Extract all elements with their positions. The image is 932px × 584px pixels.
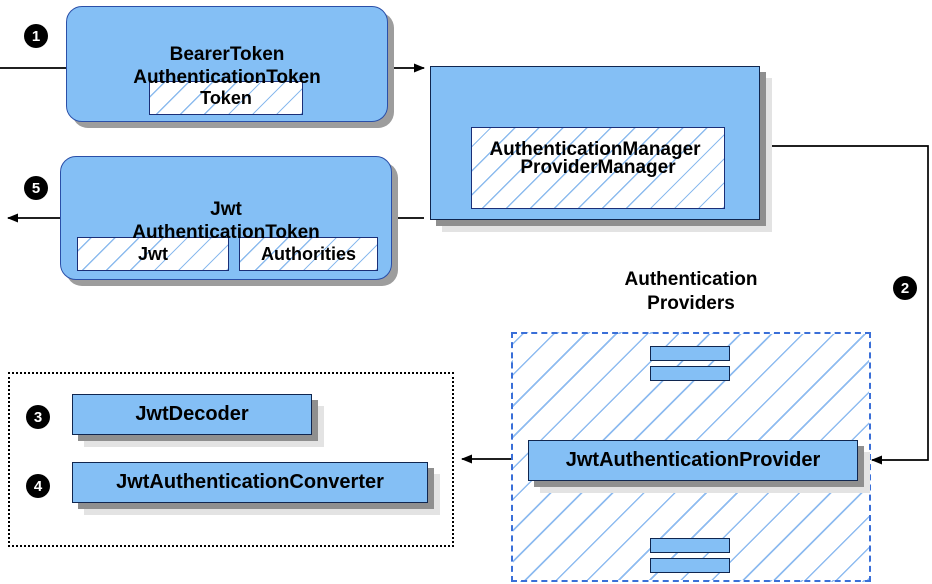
bearer-token-title-line2: AuthenticationToken	[133, 67, 321, 88]
inner-box-provider-manager-label: ProviderManager	[520, 157, 676, 178]
inner-box-authorities-label: Authorities	[260, 243, 356, 264]
authentication-manager-title: AuthenticationManager	[489, 139, 701, 160]
provider-stub-bar-bottom-2	[650, 558, 730, 573]
jwt-authentication-converter-label: JwtAuthenticationConverter	[116, 471, 384, 493]
jwt-decoder-label: JwtDecoder	[135, 403, 249, 425]
authentication-providers-caption-line2: Providers	[647, 293, 735, 314]
authentication-providers-caption-line1: Authentication	[624, 269, 758, 290]
jwt-token-title-line2: AuthenticationToken	[132, 222, 320, 243]
provider-stub-bar-top-1	[650, 346, 730, 361]
node-jwt-authentication-converter[interactable]: JwtAuthenticationConverter	[72, 462, 428, 503]
node-authentication-manager[interactable]: AuthenticationManager ProviderManager	[430, 66, 760, 220]
step-badge-4: 4	[26, 474, 50, 498]
jwt-support-zone	[8, 372, 454, 547]
jwt-authentication-provider-label: JwtAuthenticationProvider	[565, 449, 821, 471]
inner-box-provider-manager: ProviderManager	[471, 127, 725, 209]
node-bearer-token-authentication-token[interactable]: BearerToken AuthenticationToken Token	[66, 6, 388, 122]
inner-box-token: Token	[149, 81, 303, 115]
node-jwt-decoder[interactable]: JwtDecoder	[72, 394, 312, 435]
step-badge-1: 1	[24, 24, 48, 48]
inner-box-authorities: Authorities	[239, 237, 378, 271]
step-badge-5: 5	[24, 176, 48, 200]
step-badge-2: 2	[893, 276, 917, 300]
provider-stub-bar-bottom-1	[650, 538, 730, 553]
bearer-token-title-line1: BearerToken	[169, 44, 285, 65]
inner-box-token-label: Token	[200, 87, 252, 108]
step-badge-3: 3	[26, 405, 50, 429]
node-jwt-authentication-token[interactable]: Jwt AuthenticationToken Jwt Authorities	[60, 156, 392, 280]
provider-stub-bar-top-2	[650, 366, 730, 381]
inner-box-jwt-label: Jwt	[137, 243, 168, 264]
authentication-providers-caption: Authentication Providers	[511, 268, 871, 316]
inner-box-jwt: Jwt	[77, 237, 229, 271]
node-jwt-authentication-provider[interactable]: JwtAuthenticationProvider	[528, 440, 858, 481]
jwt-token-title-line1: Jwt	[210, 199, 242, 220]
